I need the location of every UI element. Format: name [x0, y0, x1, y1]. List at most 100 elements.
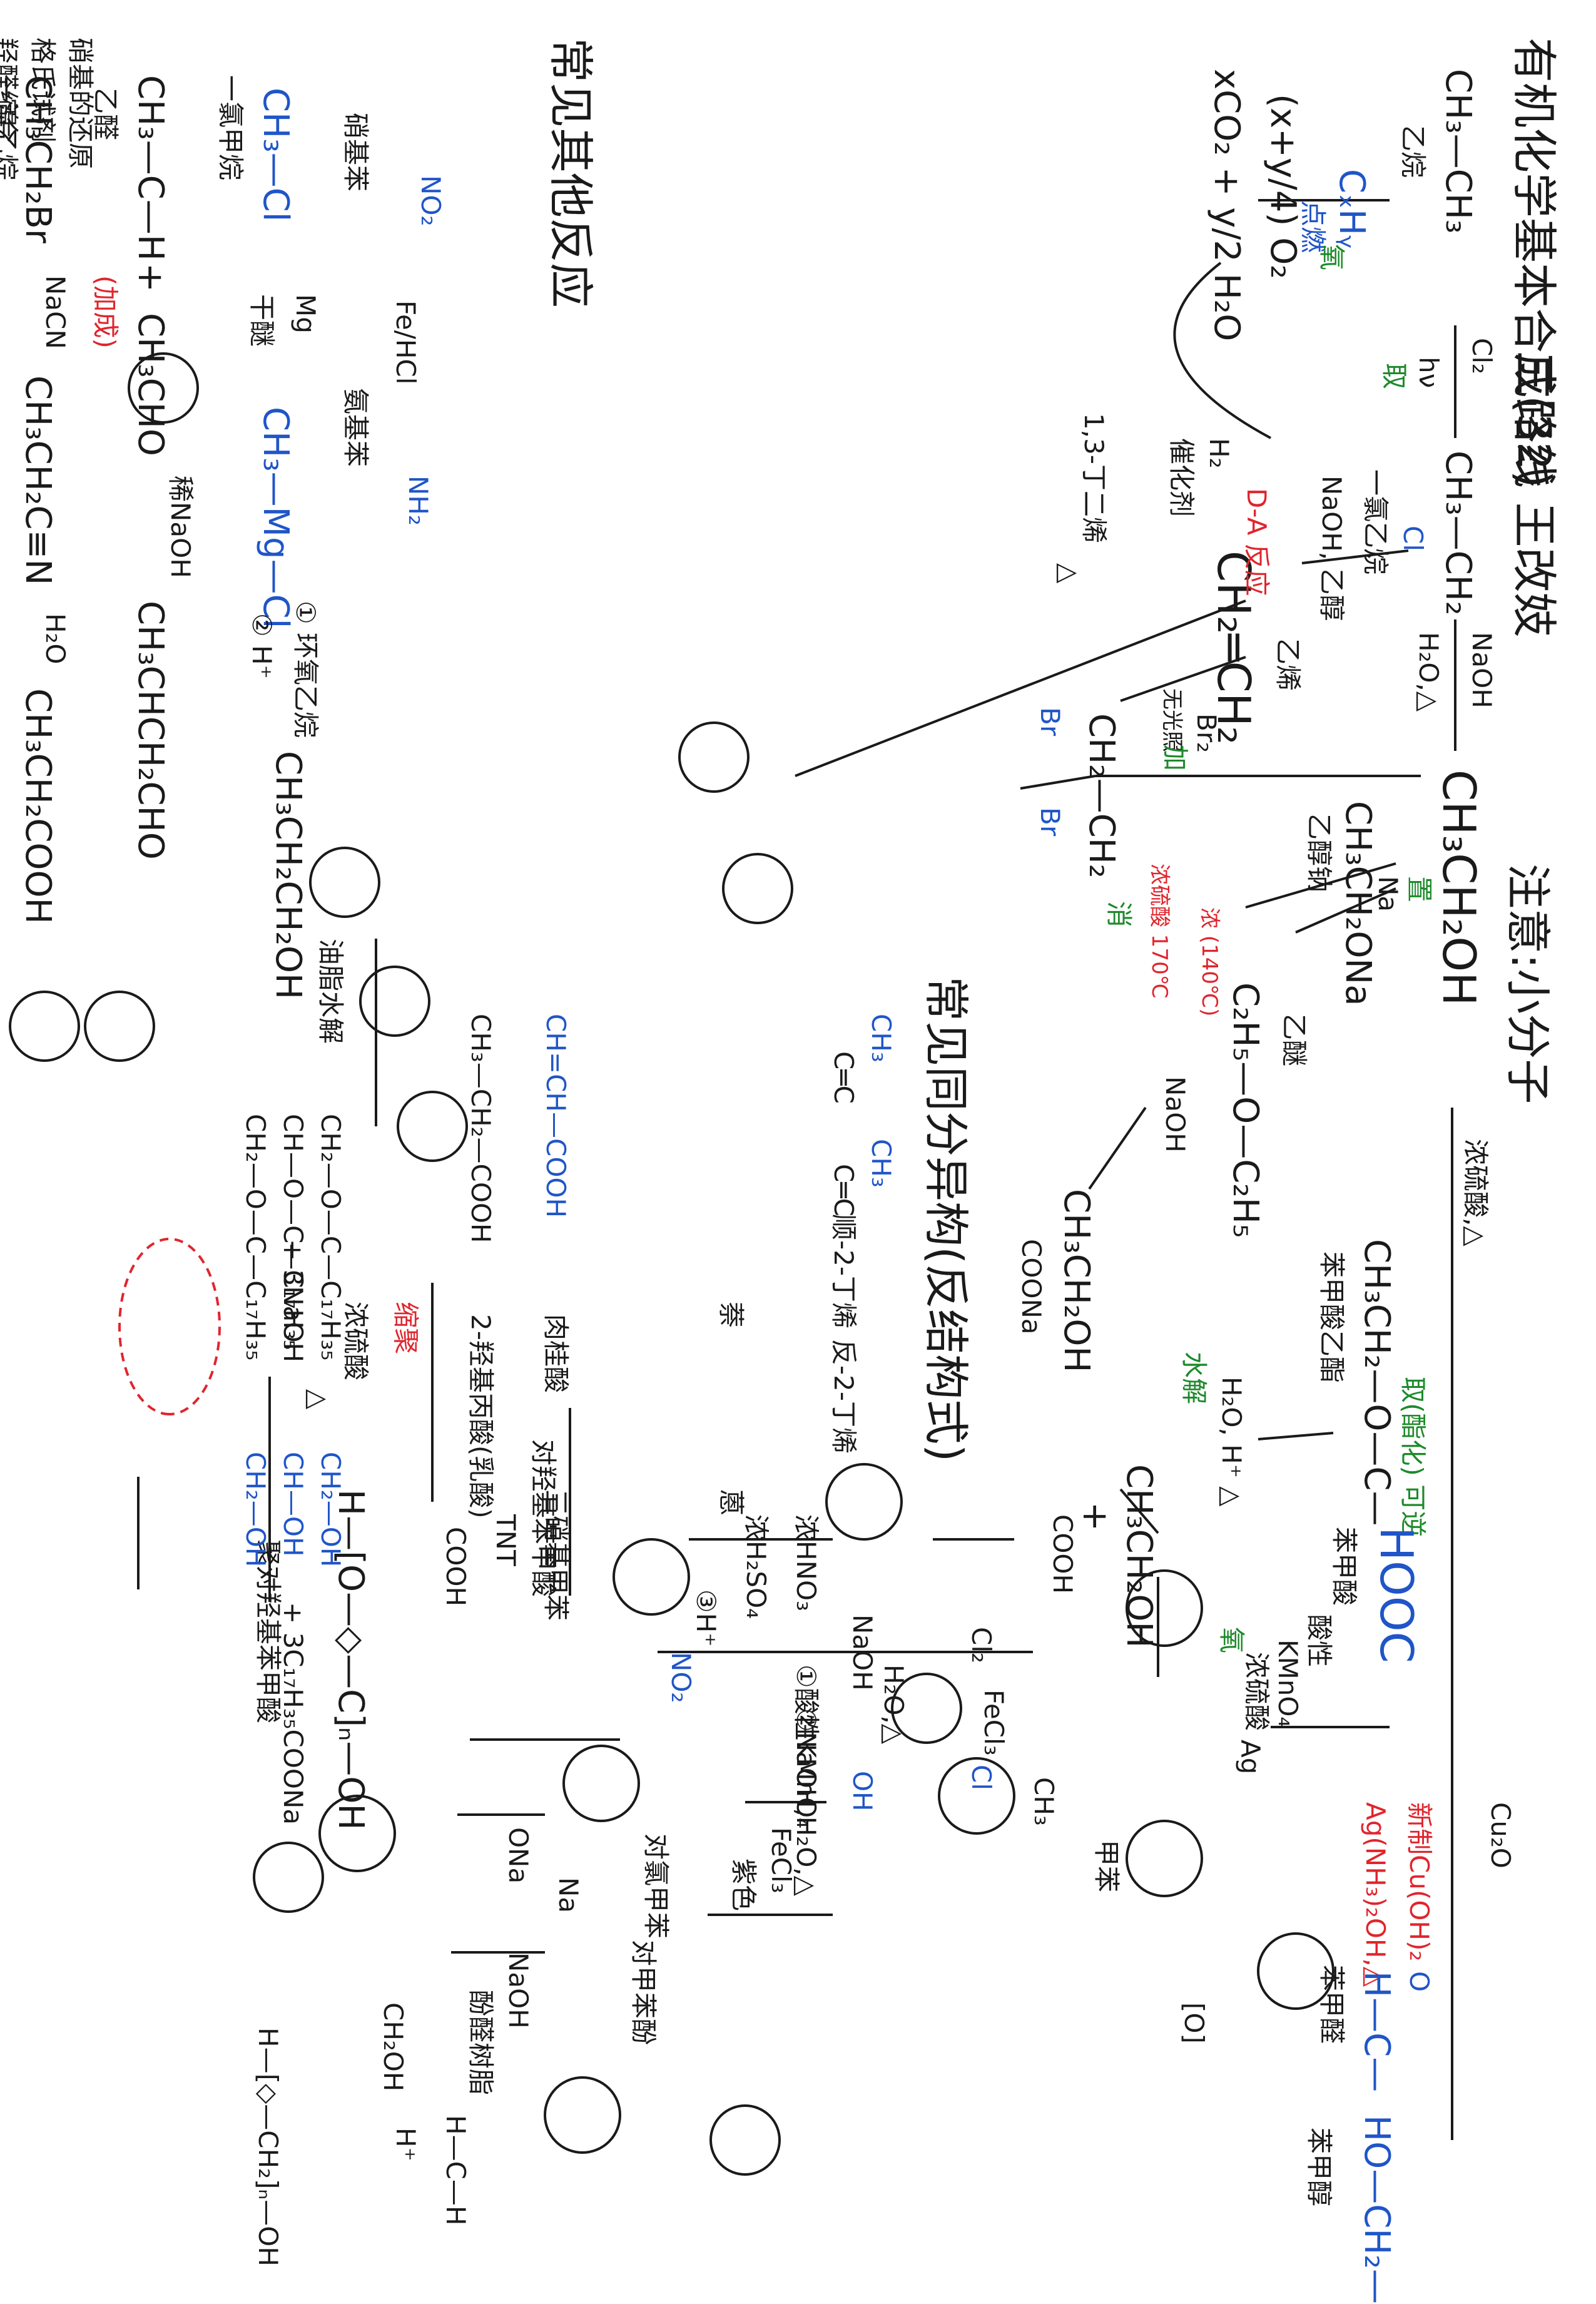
- oh-b: OH: [847, 1771, 878, 1812]
- sodium-ethoxide-name: 乙醇钠: [1304, 813, 1334, 893]
- arrow-h2: [1173, 262, 1271, 439]
- p-cresol-name: 对甲苯酚: [628, 1940, 659, 2046]
- naoh-b: NaOH: [847, 1614, 878, 1691]
- ch3cl-name: 一氯甲烷: [215, 75, 246, 181]
- page-subtitle: 三(32) 王改妓: [1508, 350, 1560, 638]
- arrow-naoh2: [1088, 1106, 1147, 1190]
- h2-reagent: H₂: [1204, 438, 1234, 469]
- br2-reagent: Br₂: [1191, 713, 1222, 753]
- dry-ether: 干醚: [247, 294, 277, 347]
- aldol-product: CH₃CHCH₂CHO: [130, 601, 171, 860]
- triglyceride-3: CH₂—O—C—C₁₇H₃₅: [240, 1114, 271, 1361]
- heat-symbol: △: [1054, 563, 1084, 584]
- benzyl-alcohol: HO—CH₂—: [1356, 2115, 1397, 2304]
- cis-cc: C═C: [828, 1051, 859, 1104]
- benzoic-acid-name: 苯甲酸: [1329, 1527, 1360, 1606]
- amino-group: NH₂: [403, 476, 434, 526]
- naoh-c: NaOH: [503, 1952, 534, 2029]
- benzyl-alcohol-name: 苯甲醇: [1304, 2128, 1334, 2207]
- step2: ②NaOH,H₂O,△: [791, 1708, 821, 1896]
- cl-substituent: Cl: [1398, 526, 1428, 551]
- jia-label: 加: [1160, 745, 1191, 772]
- sub-label: 取: [1379, 363, 1410, 390]
- ether-formula: C₂H₅—O—C₂H₅: [1225, 982, 1266, 1238]
- triglyceride-1: CH₂—O—C—C₁₇H₃₅: [315, 1114, 346, 1361]
- benzoic-acid-cooh: COOH: [1047, 1514, 1078, 1594]
- cl2-reagent-2: Cl₂: [966, 1627, 997, 1663]
- page-note: 注意:小分子: [1502, 864, 1554, 1104]
- ester-condition: 取(酯化) 可逆: [1398, 1377, 1428, 1537]
- ethanol-product-2: CH₃CH₂OH: [1056, 1189, 1097, 1373]
- soap-title: 油脂水解: [315, 939, 346, 1044]
- acidic-label: 酸性: [1304, 1614, 1334, 1668]
- reaction-arrows-layer: [9, 199, 1456, 2176]
- arrow-hydrolysis: [1119, 1488, 1159, 1534]
- cu2o: Cu₂O: [1485, 1802, 1516, 1868]
- mg: Mg: [290, 294, 321, 334]
- ch3cl: CH₃—Cl: [255, 88, 296, 222]
- na-b: Na: [553, 1877, 584, 1914]
- chloro-cl: Cl: [966, 1765, 997, 1790]
- toluene-name: 甲苯: [1091, 1840, 1122, 1893]
- sodium-benzoate: COONa: [1016, 1239, 1047, 1335]
- acetaldehyde-name: 乙醛: [90, 88, 121, 141]
- oxidation-label-2: 氧: [1216, 1627, 1247, 1654]
- oxidant-co: [O]: [1179, 2002, 1209, 2044]
- glycerol-3: CH₂—OH: [240, 1452, 271, 1567]
- cis-ch3: CH₃: [866, 1014, 897, 1063]
- xiao-label: 消: [1104, 901, 1134, 928]
- ag: Ag: [1235, 1740, 1266, 1775]
- nitrobenzene-no2: NO₂: [415, 175, 446, 227]
- bromoethane-name: 一溴乙烷: [0, 75, 21, 181]
- nitrile: CH₃CH₂C≡N: [18, 375, 58, 586]
- soap-product: + 3C₁₇H₃₅COONa: [278, 1602, 308, 1825]
- cis-2-butene: 顺-2-丁烯: [828, 1214, 859, 1329]
- rotated-sheet: 有机化学基本合成路线 三(32) 王改妓 注意:小分子 CH₃—CH₃ 乙烷 C…: [0, 38, 1560, 2304]
- plus-sign: +: [1075, 1502, 1116, 1531]
- hydrocarbon: CₓHᵧ: [1331, 169, 1372, 248]
- butadiene-name: 1,3-丁二烯: [1079, 413, 1109, 543]
- reagent-170: 浓硫酸 170℃: [1147, 864, 1172, 999]
- addition-label: (加成): [90, 275, 121, 349]
- sodium-ethoxide: CH₃CH₂ONa: [1338, 801, 1378, 1006]
- aniline-name: 氨基苯: [340, 388, 371, 467]
- arrow-elim: [1301, 549, 1409, 564]
- ona: ONa: [503, 1827, 534, 1884]
- carbonyl-o: O: [1404, 1971, 1435, 1992]
- naoh-alcohol: NaOH, 乙醇: [1316, 476, 1347, 621]
- benzaldehyde-formula: H—C—: [1356, 1971, 1397, 2092]
- no-light: 无光照: [1159, 688, 1184, 752]
- polycondensation: 缩聚: [390, 1302, 421, 1355]
- arrow-da: [795, 599, 1246, 777]
- fresh-cuoh2: 新制Cu(OH)₂: [1404, 1802, 1435, 1962]
- acetaldehyde: CH₃—C—H: [130, 75, 171, 261]
- toluene-ch3: CH₃: [1029, 1777, 1059, 1826]
- fe-hcl: Fe/HCl: [390, 300, 421, 385]
- hooc: HOOC: [1370, 1527, 1423, 1663]
- ethylene-name: 乙烯: [1273, 638, 1303, 691]
- phenol-resin: H—[◇—CH₂]ₙ—OH: [253, 2027, 283, 2266]
- conc-h2so4-b: 浓H₂SO₄: [741, 1514, 771, 1619]
- zhi-label: 置: [1404, 876, 1435, 903]
- br-right: Br: [1035, 807, 1065, 837]
- dibromoethane: CH₂—CH₂: [1081, 713, 1122, 879]
- glycerol-1: CH₂—OH: [315, 1452, 346, 1567]
- soap-naoh: + 3NaOH: [278, 1239, 308, 1363]
- tollens: Ag(NH₃)₂OH,△: [1360, 1802, 1391, 1987]
- propanoic-acid: CH₃CH₂COOH: [18, 688, 58, 924]
- trans-ch3: CH₃: [866, 1139, 897, 1188]
- oxidation-label: 氧: [1316, 244, 1347, 271]
- plus-b: +: [130, 263, 171, 292]
- dilute-naoh: 稀NaOH: [165, 476, 196, 578]
- propanol: CH₃CH₂CH₂OH: [268, 751, 308, 1000]
- tnt: TNT: [490, 1514, 521, 1566]
- br-left: Br: [1035, 707, 1065, 737]
- da-reaction: D-A 反应: [1241, 488, 1272, 596]
- oxygen-amount: (x+y/4) O₂: [1263, 94, 1303, 279]
- ch3cho: CH₃CHO: [130, 313, 171, 456]
- hv-condition: hν: [1413, 357, 1444, 389]
- nitrobenzene-name: 硝基苯: [340, 113, 371, 192]
- p-hydroxybenzoic-name: 对羟基苯甲酸: [528, 1439, 559, 1598]
- ethane-name: 乙烷: [1398, 125, 1428, 178]
- ethyl-benzoate-name: 苯甲酸乙酯: [1316, 1251, 1347, 1384]
